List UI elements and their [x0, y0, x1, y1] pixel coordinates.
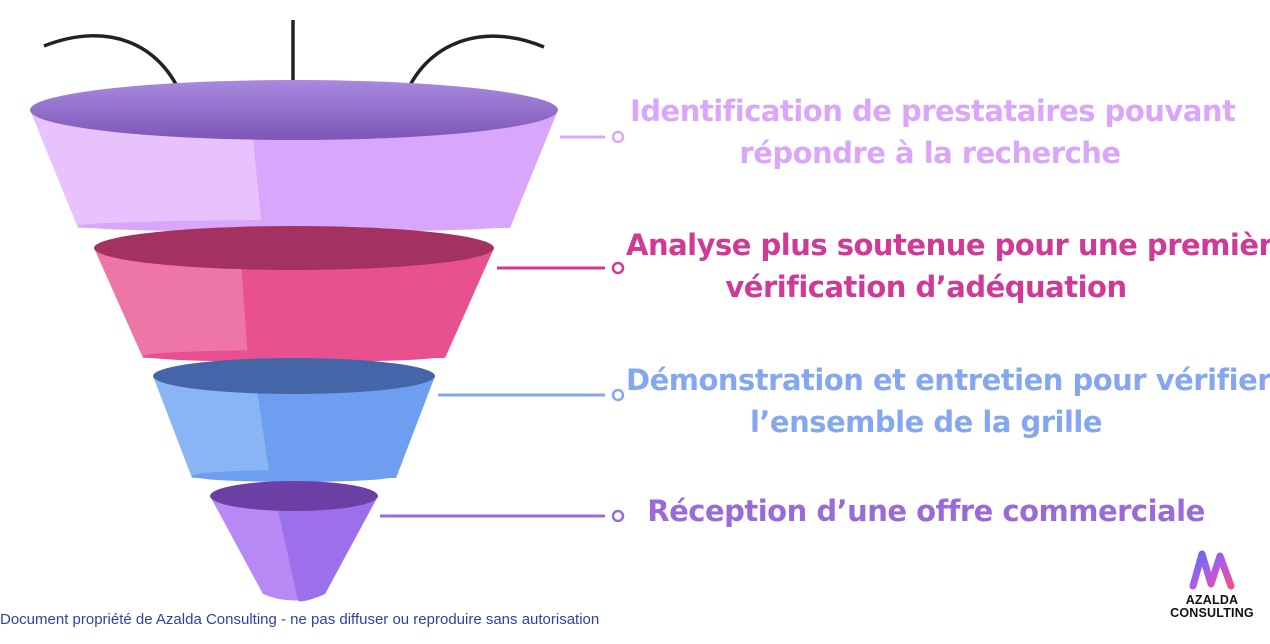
stage-2-line-1: Analyse plus soutenue pour une première [626, 228, 1270, 262]
funnel-band-3-bottom-rim [192, 470, 396, 482]
brand-name: AZALDA CONSULTING [1160, 594, 1264, 620]
stage-label-3: Démonstration et entretien pour vérifier… [626, 359, 1270, 443]
footer-copyright-note: Document propriété de Azalda Consulting … [0, 611, 600, 628]
brand-line-1: AZALDA [1185, 593, 1239, 607]
stage-3-line-1: Démonstration et entretien pour vérifier [626, 363, 1270, 397]
funnel-band-2-bottom-rim [143, 350, 445, 362]
stage-2-line-2: vérification d’adéquation [725, 270, 1127, 304]
funnel-section-1 [30, 80, 558, 232]
stage-1-line-2: répondre à la recherche [739, 136, 1121, 170]
funnel-section-2 [94, 226, 494, 362]
funnel-section-3 [153, 358, 435, 482]
stage-3-line-2: l’ensemble de la grille [749, 405, 1103, 439]
funnel-rim-3 [153, 358, 435, 394]
funnel-tip-right [275, 496, 378, 602]
funnel-rim-1 [30, 80, 558, 140]
stage-label-4: Réception d’une offre commerciale [626, 490, 1226, 532]
azalda-logo: AZALDA CONSULTING [1160, 548, 1264, 620]
connector-dot-4 [611, 509, 625, 523]
azalda-mark-icon [1189, 550, 1235, 590]
connector-dot-1 [611, 130, 625, 144]
stage-4-line-1: Réception d’une offre commerciale [647, 494, 1205, 528]
stage-label-1: Identification de prestataires pouvant r… [630, 90, 1236, 174]
connectors [380, 130, 625, 523]
funnel-rim-2 [94, 226, 494, 270]
connector-dot-3 [611, 388, 625, 402]
brand-line-2: CONSULTING [1170, 606, 1254, 620]
funnel-section-4 [210, 481, 378, 602]
funnel-rim-4 [210, 481, 378, 511]
funnel-band-3-right [255, 376, 435, 478]
connector-dot-2 [611, 261, 625, 275]
stage-label-2: Analyse plus soutenue pour une première … [626, 224, 1270, 308]
funnel-band-2-right [240, 248, 494, 358]
stage-1-line-1: Identification de prestataires pouvant [630, 94, 1236, 128]
